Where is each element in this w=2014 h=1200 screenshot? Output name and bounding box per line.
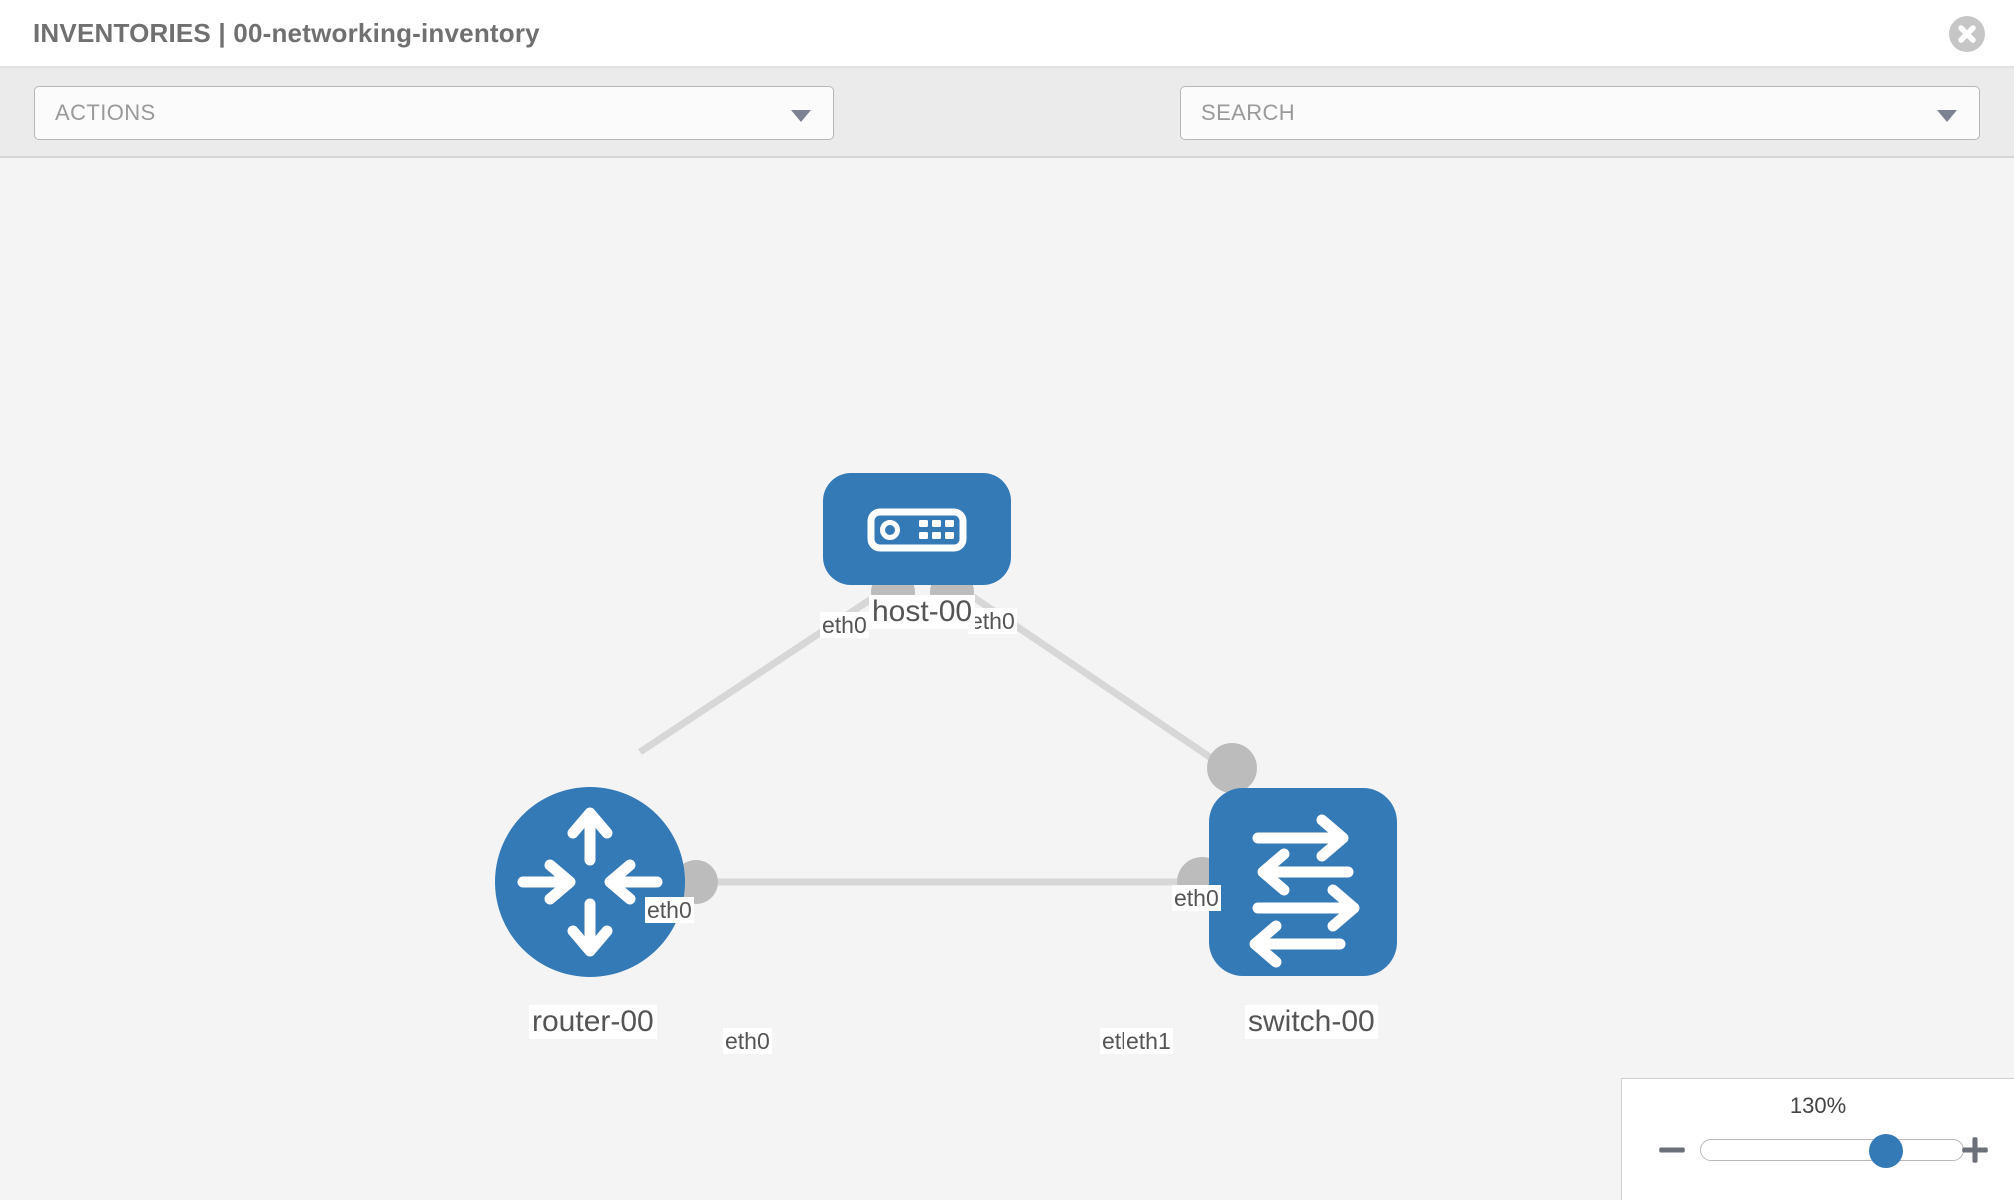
toolbar: ACTIONS SEARCH (0, 68, 2014, 199)
edge-label: eth1 (1124, 1028, 1173, 1055)
node-label-switch-00: switch-00 (1245, 1005, 1378, 1039)
chevron-down-icon (1937, 110, 1957, 122)
switch-icon (1249, 814, 1360, 968)
actions-dropdown-label: ACTIONS (55, 100, 156, 125)
actions-dropdown[interactable]: ACTIONS (34, 86, 834, 140)
node-host-00[interactable] (823, 473, 1011, 585)
edge-label: eth0 (820, 612, 869, 639)
link-host-router (638, 577, 902, 755)
zoom-slider-thumb[interactable] (1869, 1134, 1903, 1168)
page-header: INVENTORIES | 00-networking-inventory (0, 0, 2014, 68)
zoom-level-value: 130% (1789, 1093, 1847, 1118)
node-label-host-00: host-00 (869, 595, 976, 629)
zoom-slider-row (1622, 1131, 2014, 1171)
edge-label: eth0 (645, 897, 694, 924)
node-switch-00[interactable] (1209, 788, 1397, 976)
node-label-router-00: router-00 (529, 1005, 657, 1039)
topology-canvas[interactable]: eth0 eth0 eth0 eth0 eth0 eth0 eth1 host-… (0, 160, 2014, 1200)
plus-icon[interactable] (1958, 1133, 1992, 1167)
edge-label: eth0 (1172, 885, 1221, 912)
router-icon (517, 807, 663, 957)
chevron-down-icon (791, 110, 811, 122)
close-icon[interactable] (1949, 16, 1985, 52)
search-input[interactable]: SEARCH (1180, 86, 1980, 140)
topology-graph (495, 473, 1397, 977)
search-placeholder-label: SEARCH (1201, 100, 1296, 125)
zoom-slider[interactable] (1700, 1134, 1964, 1168)
page-title: INVENTORIES | 00-networking-inventory (33, 18, 540, 48)
server-icon (867, 508, 967, 552)
minus-icon[interactable] (1655, 1133, 1689, 1167)
edge-label: eth0 (968, 608, 1017, 635)
edge-label: eth0 (723, 1028, 772, 1055)
node-router-00[interactable] (495, 787, 685, 977)
zoom-control-panel: 130% (1621, 1078, 2014, 1200)
